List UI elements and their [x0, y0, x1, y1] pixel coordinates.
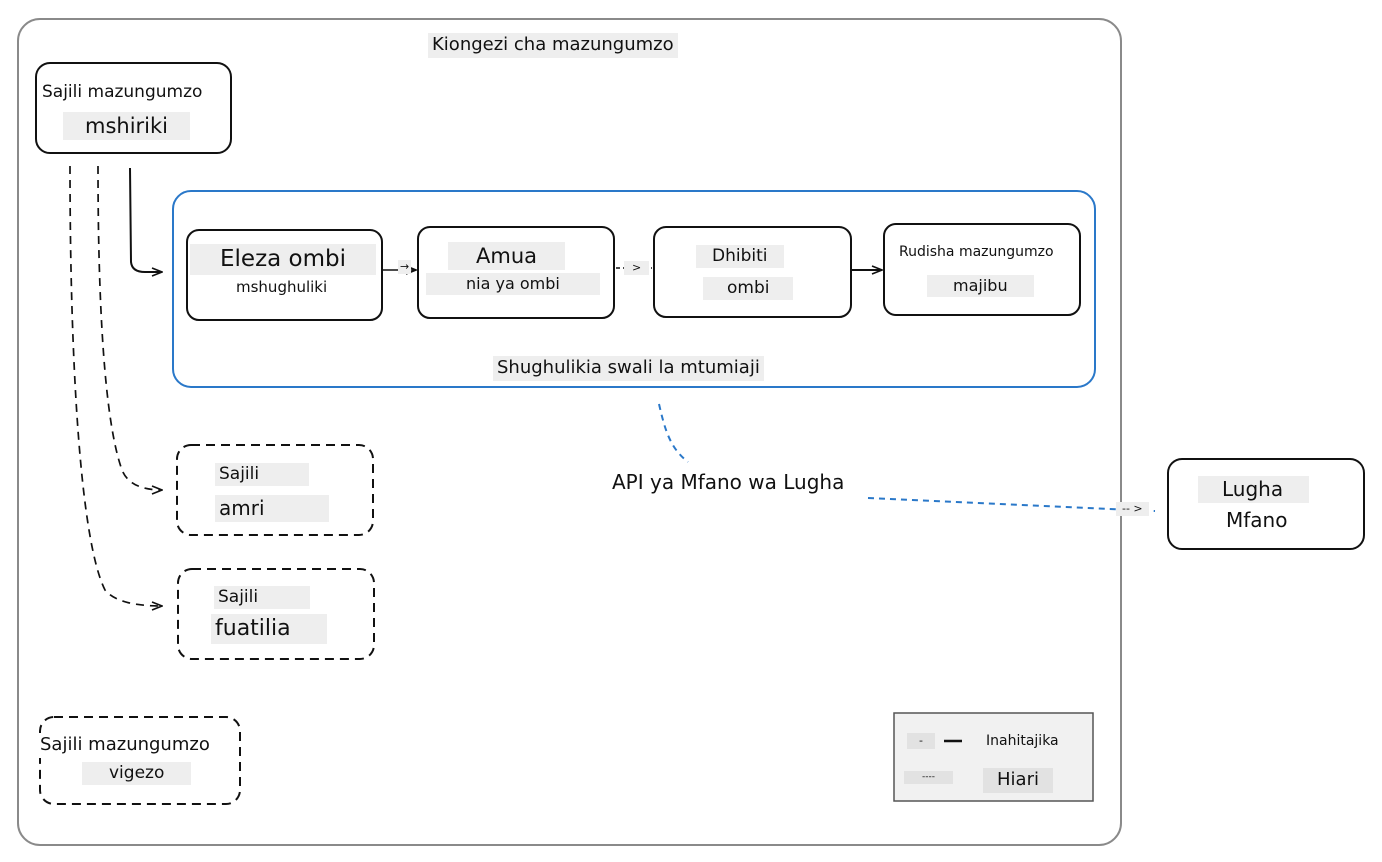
step-describe-line1: Eleza ombi [190, 244, 377, 275]
step-handle-line2: ombi [703, 277, 794, 301]
connector-participant-command [97, 165, 162, 490]
connector-label-step1: → [398, 260, 412, 274]
step-box-describe-request [186, 229, 383, 321]
register-variables-line2: vigezo [82, 762, 192, 786]
api-arrow-label: -- > [1116, 502, 1149, 516]
register-variables-line1: Sajili mazungumzo [36, 733, 214, 758]
legend-required-label: Inahitajika [986, 733, 1059, 749]
step-box-handle-request [653, 226, 852, 318]
register-followup-box [177, 568, 375, 660]
register-command-box [176, 444, 374, 536]
step-box-return-response [883, 223, 1081, 316]
connector-api-language-model [867, 497, 1156, 512]
container-frame [17, 18, 1122, 846]
pipeline-group-box [172, 190, 1096, 388]
register-followup-line1: Sajili [214, 586, 311, 610]
register-command-line2: amri [215, 495, 329, 522]
container-title: Kiongezi cha mazungumzo [428, 33, 678, 58]
step-intent-line1: Amua [448, 242, 566, 271]
connector-participant-followup [69, 165, 162, 606]
connector-participant-pipeline [129, 167, 162, 272]
step-describe-line2: mshughuliki [232, 277, 332, 298]
legend-optional-symbol: ---- [904, 771, 953, 785]
language-model-line1: Lugha [1198, 476, 1310, 503]
register-participant-box [35, 62, 232, 154]
step-handle-line1: Dhibiti [696, 245, 784, 269]
step-return-line1: Rudisha mazungumzo [895, 243, 1058, 263]
step-intent-line2: nia ya ombi [426, 273, 600, 295]
api-label: API ya Mfano wa Lugha [608, 469, 849, 496]
register-followup-line2: fuatilia [211, 614, 327, 644]
connector-pipeline-api [658, 403, 689, 463]
register-variables-box [39, 716, 241, 805]
language-model-line2: Mfano [1222, 507, 1292, 534]
step-box-determine-intent [417, 226, 615, 319]
pipeline-caption: Shughulikia swali la mtumiaji [493, 356, 764, 381]
connector-label-step2: > [624, 261, 650, 275]
register-participant-line1: Sajili mazungumzo [38, 81, 207, 105]
step-return-line2: majibu [927, 275, 1034, 297]
register-participant-line2: mshiriki [63, 112, 191, 141]
legend-required-symbol: - [907, 733, 935, 749]
language-model-box [1167, 458, 1365, 550]
register-command-line1: Sajili [215, 463, 310, 487]
legend-optional-label: Hiari [983, 768, 1053, 793]
